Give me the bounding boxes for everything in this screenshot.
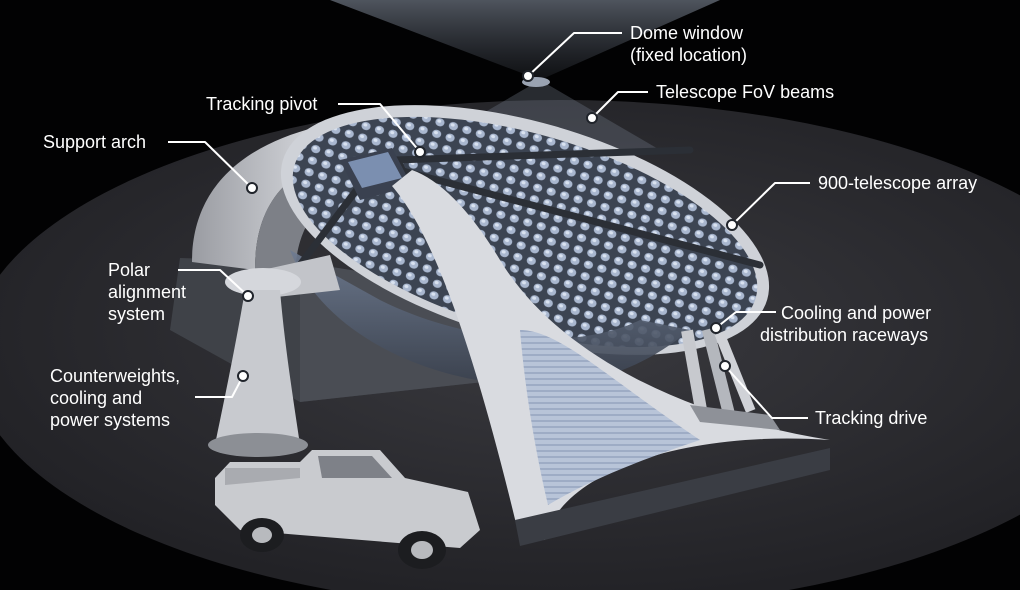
leader-cooling-raceways	[715, 311, 776, 329]
label-support-arch: Support arch	[43, 132, 147, 152]
leader-dome-window	[527, 32, 622, 77]
leader-counterweights	[195, 375, 244, 398]
dot-fov-beams	[586, 112, 598, 124]
dot-dome-window	[522, 70, 534, 82]
tracking-pivot-top	[348, 152, 402, 188]
fov-beam-upper	[330, 0, 720, 80]
dot-counterweights	[237, 370, 249, 382]
main-leg	[392, 170, 830, 540]
label-tracking-drive: Tracking drive	[815, 408, 928, 428]
dot-tracking-drive	[719, 360, 731, 372]
leader-support-arch	[168, 141, 253, 189]
pedestal-base	[208, 433, 308, 457]
leader-dots	[237, 70, 738, 382]
main-leg-panel	[520, 330, 700, 505]
label-tracking-pivot: Tracking pivot	[206, 94, 318, 114]
label-cooling-raceways-line2: distribution raceways	[760, 325, 929, 345]
leader-fov-beams	[591, 91, 648, 119]
label-fov-beams: Telescope FoV beams	[656, 82, 835, 102]
dot-cooling-raceways	[710, 322, 722, 334]
dot-telescope-array	[726, 219, 738, 231]
counterweight-pedestal	[215, 290, 300, 445]
label-dome-window: Dome window (fixed location)	[630, 23, 748, 65]
label-counterweights: Counterweights, cooling and power system…	[50, 366, 181, 430]
tracking-drive	[681, 327, 780, 430]
label-telescope-array: 900-telescope array	[818, 173, 978, 193]
leader-telescope-array	[731, 182, 810, 226]
leader-polar-alignment	[178, 269, 249, 297]
pickup-truck	[215, 450, 480, 569]
label-polar-alignment: Polar alignment system	[108, 260, 187, 324]
dot-tracking-pivot	[414, 146, 426, 158]
leader-tracking-pivot	[338, 103, 421, 153]
polar-alignment-disc	[225, 268, 301, 296]
leader-lines	[168, 32, 810, 419]
leader-tracking-drive	[724, 365, 808, 419]
label-cooling-raceways: Cooling and power	[781, 303, 932, 323]
dot-polar-alignment	[242, 290, 254, 302]
dot-support-arch	[246, 182, 258, 194]
leg-foot	[515, 448, 830, 546]
